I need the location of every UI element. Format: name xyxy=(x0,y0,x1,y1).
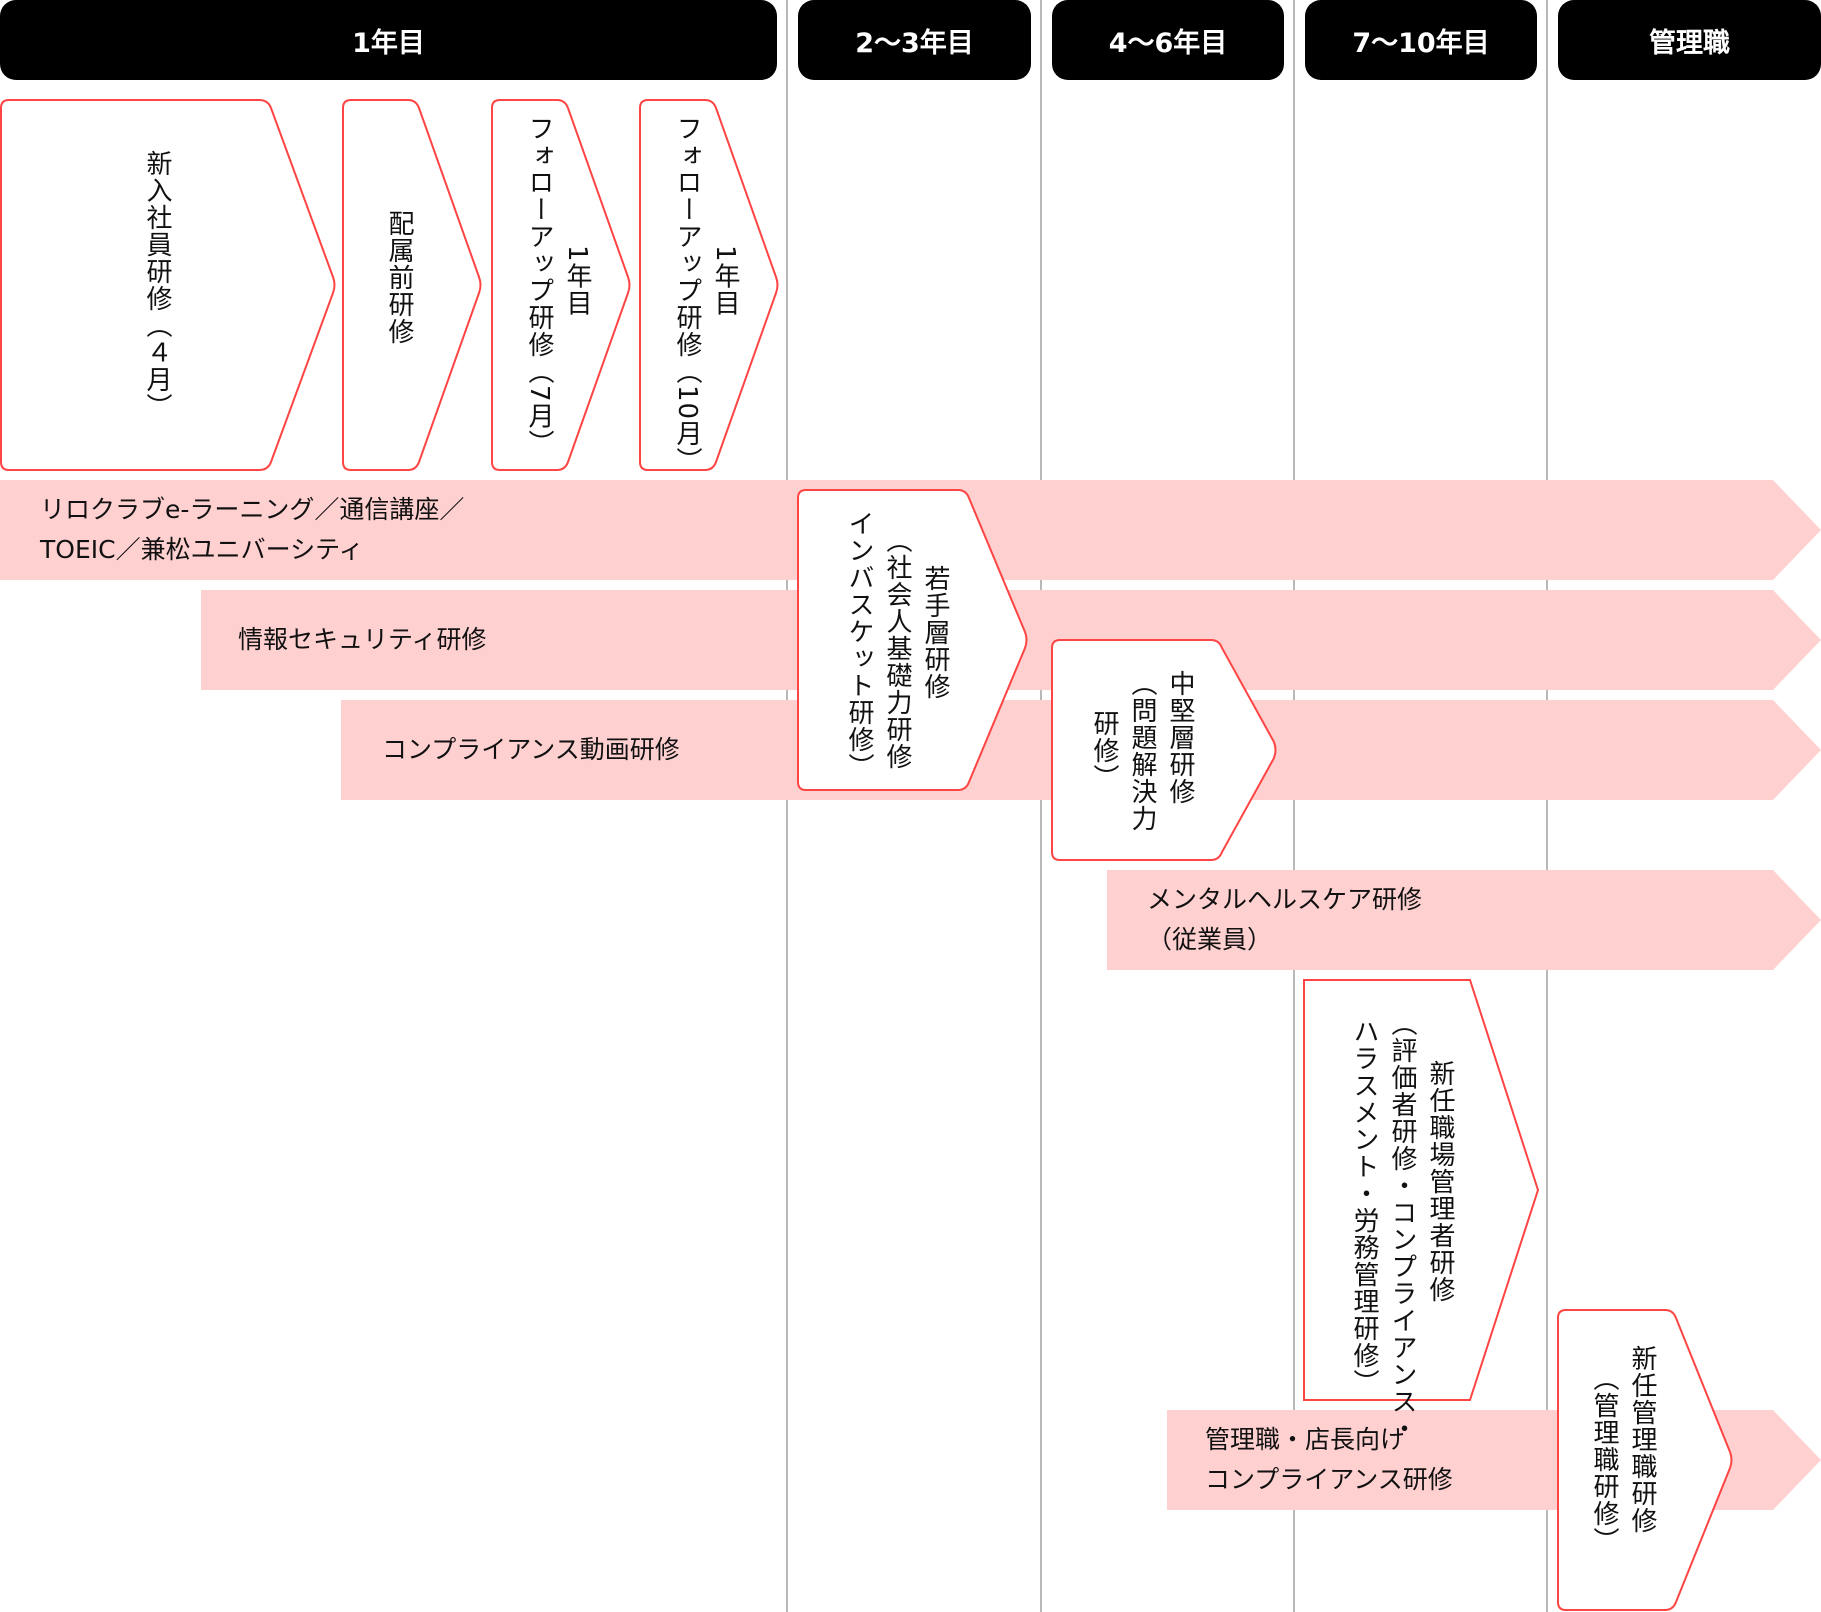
chevron-label-line: 1年目 xyxy=(562,245,592,317)
band-label-line: メンタルヘルスケア研修 xyxy=(1147,885,1423,914)
chevron-label-line: 配属前研修 xyxy=(384,210,414,345)
band-label-info-security: 情報セキュリティ研修 xyxy=(238,620,487,660)
chevron-label-mid-level: 中堅層研修 （問題解決力 研修） xyxy=(1085,670,1199,850)
band-label-line: コンプライアンス動画研修 xyxy=(382,735,680,764)
chevron-followup-july xyxy=(491,99,631,471)
column-divider-1 xyxy=(786,0,788,1612)
chevron-new-manager xyxy=(1557,1309,1733,1611)
band-label-compliance-video: コンプライアンス動画研修 xyxy=(382,730,680,770)
chevron-label-line: 若手層研修 xyxy=(920,565,950,700)
chevron-followup-october xyxy=(639,99,779,471)
band-label-line: リロクラブe-ラーニング／通信講座／ xyxy=(40,495,465,524)
header-label: 7〜10年目 xyxy=(1352,27,1490,59)
chevron-label-new-workplace-manager: 新任職場管理者研修 （評価者研修・コンプライアンス・ ハラスメント・労務管理研修… xyxy=(1345,1000,1459,1442)
header-management: 管理職 xyxy=(1558,0,1821,80)
band-label-elearning: リロクラブe-ラーニング／通信講座／ TOEIC／兼松ユニバーシティ xyxy=(40,490,464,570)
band-label-line: TOEIC／兼松ユニバーシティ xyxy=(40,535,364,564)
column-divider-3 xyxy=(1293,0,1295,1612)
band-arrow-mental-health xyxy=(1107,870,1821,970)
chevron-label-line: （評価者研修・コンプライアンス・ xyxy=(1387,1010,1417,1442)
header-years-7-10: 7〜10年目 xyxy=(1305,0,1537,80)
chevron-new-workplace-manager xyxy=(1303,979,1540,1401)
header-label: 管理職 xyxy=(1649,27,1730,59)
chevron-label-line: 新入社員研修（４月） xyxy=(142,150,172,420)
header-label: 2〜3年目 xyxy=(855,27,974,59)
chevron-label-pre-assignment: 配属前研修 xyxy=(380,210,418,345)
header-label: 4〜6年目 xyxy=(1108,27,1228,59)
chevron-new-employee xyxy=(0,99,336,471)
chevron-young-staff xyxy=(797,489,1028,791)
band-label-line: コンプライアンス研修 xyxy=(1205,1465,1453,1494)
column-divider-4 xyxy=(1546,0,1548,1612)
chevron-label-line: フォローアップ研修（10月） xyxy=(672,115,702,475)
chevron-label-new-employee: 新入社員研修（４月） xyxy=(138,150,176,420)
band-label-line: 情報セキュリティ研修 xyxy=(238,625,487,654)
band-label-manager-compliance: 管理職・店長向け コンプライアンス研修 xyxy=(1205,1420,1453,1500)
chevron-label-line: インバスケット研修） xyxy=(844,510,874,780)
chevron-label-line: 中堅層研修 xyxy=(1165,670,1195,805)
chevron-label-new-manager: 新任管理職研修 （管理職研修） xyxy=(1585,1345,1661,1585)
chevron-label-line: （問題解決力 xyxy=(1127,670,1157,832)
chevron-pre-assignment xyxy=(342,99,482,471)
header-years-4-6: 4〜6年目 xyxy=(1052,0,1284,80)
chevron-label-line: （管理職研修） xyxy=(1589,1365,1619,1554)
header-year-1: 1年目 xyxy=(0,0,777,80)
band-label-line: （従業員） xyxy=(1147,925,1273,954)
chevron-label-line: 研修） xyxy=(1089,710,1119,791)
chevron-label-followup-october: 1年目 フォローアップ研修（10月） xyxy=(668,115,744,475)
chevron-label-line: ハラスメント・労務管理研修） xyxy=(1349,1018,1379,1396)
band-label-line: 管理職・店長向け xyxy=(1205,1425,1406,1454)
chevron-label-young-staff: 若手層研修 （社会人基礎力研修 インバスケット研修） xyxy=(840,505,954,785)
chevron-label-line: 1年目 xyxy=(710,245,740,317)
chevron-label-line: （社会人基礎力研修 xyxy=(882,527,912,770)
chevron-label-line: 新任職場管理者研修 xyxy=(1425,1060,1455,1303)
chevron-label-followup-july: 1年目 フォローアップ研修（7月） xyxy=(520,115,596,457)
chevron-label-line: 新任管理職研修 xyxy=(1627,1345,1657,1534)
header-years-2-3: 2〜3年目 xyxy=(798,0,1031,80)
band-label-mental-health: メンタルヘルスケア研修 （従業員） xyxy=(1147,880,1422,960)
chevron-mid-level xyxy=(1051,639,1277,861)
column-divider-2 xyxy=(1040,0,1042,1612)
header-label: 1年目 xyxy=(352,27,425,59)
chevron-label-line: フォローアップ研修（7月） xyxy=(524,115,554,457)
